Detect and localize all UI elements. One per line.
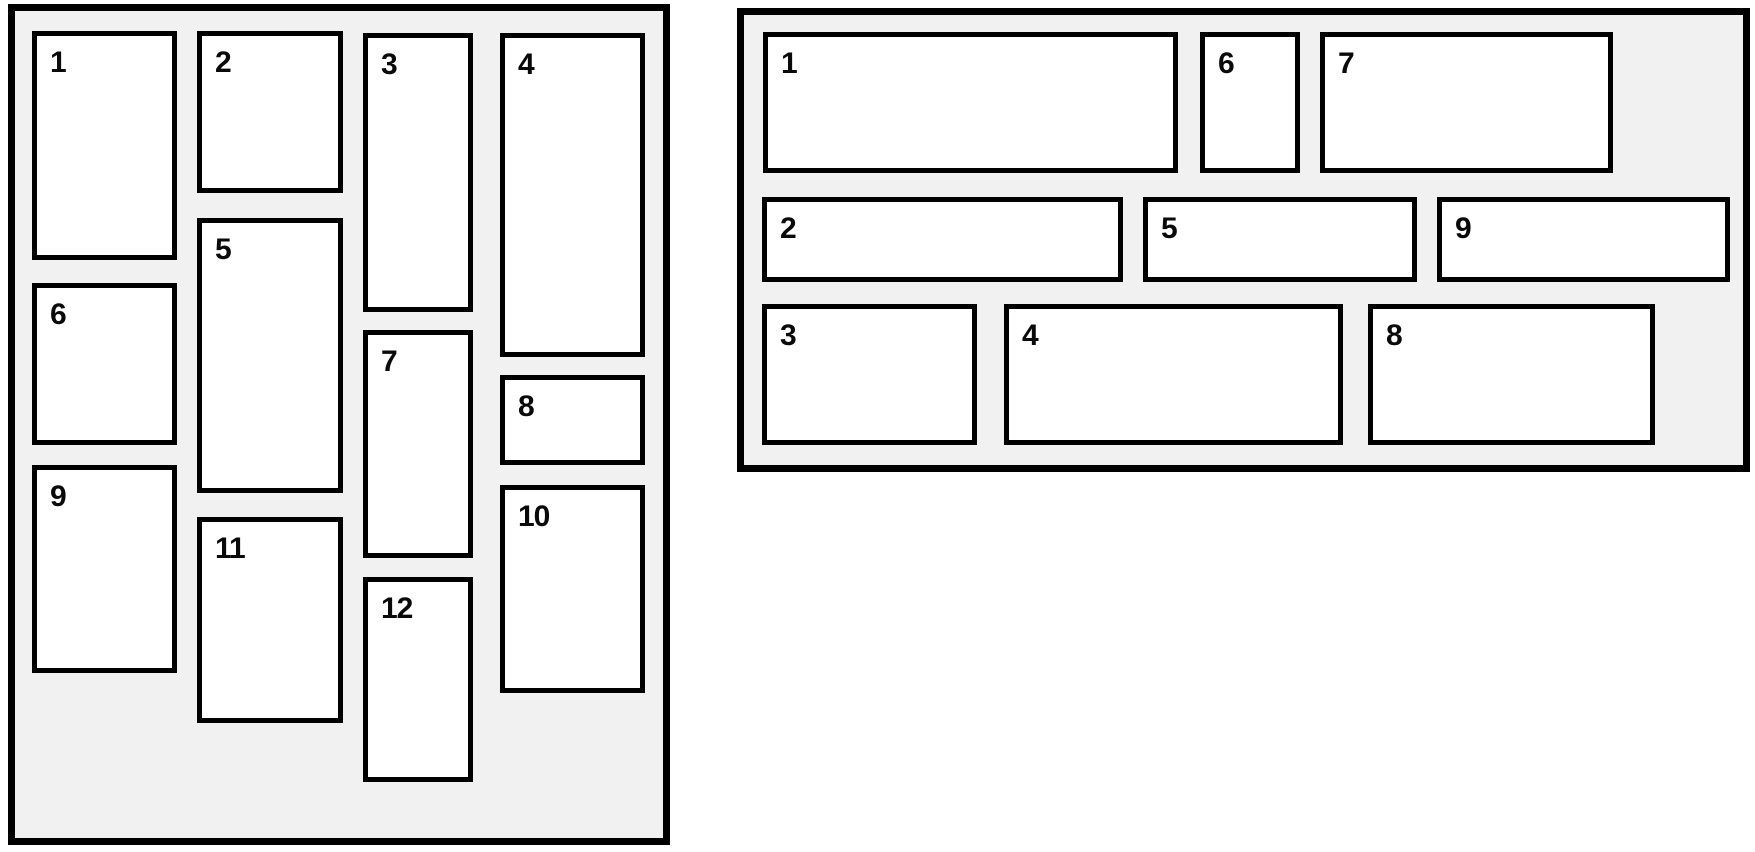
masonry-card-3: 3	[363, 33, 473, 312]
column-masonry-panel: 1 2 3 4 5 6 7 8 9 10 11 12	[8, 4, 670, 845]
card-label: 9	[50, 480, 67, 513]
masonry-card-3: 3	[762, 304, 977, 445]
card-label: 2	[780, 212, 797, 245]
card-label: 3	[381, 48, 398, 81]
card-label: 4	[1022, 319, 1039, 352]
masonry-card-2: 2	[197, 31, 343, 193]
masonry-card-8: 8	[1368, 304, 1655, 445]
card-label: 2	[215, 46, 232, 79]
row-masonry-panel: 1 2 3 4 5 6 7 8 9	[737, 8, 1750, 472]
card-label: 3	[780, 319, 797, 352]
card-label: 10	[518, 500, 550, 533]
masonry-card-9: 9	[1437, 197, 1730, 282]
card-label: 6	[1218, 47, 1235, 80]
card-label: 5	[215, 233, 232, 266]
card-label: 5	[1161, 212, 1178, 245]
masonry-card-10: 10	[500, 485, 645, 693]
masonry-card-6: 6	[32, 283, 177, 445]
card-label: 12	[381, 592, 413, 625]
masonry-card-6: 6	[1200, 32, 1300, 173]
card-label: 1	[50, 46, 67, 79]
masonry-card-7: 7	[363, 330, 473, 558]
masonry-card-5: 5	[1143, 197, 1417, 282]
masonry-card-12: 12	[363, 577, 473, 782]
card-label: 4	[518, 48, 535, 81]
masonry-card-11: 11	[197, 517, 343, 723]
card-label: 11	[215, 532, 246, 565]
masonry-card-1: 1	[32, 31, 177, 260]
masonry-card-1: 1	[763, 32, 1178, 173]
card-label: 9	[1455, 212, 1472, 245]
masonry-card-8: 8	[500, 375, 645, 465]
card-label: 8	[1386, 319, 1403, 352]
masonry-card-5: 5	[197, 218, 343, 493]
card-label: 8	[518, 390, 535, 423]
card-label: 7	[1338, 47, 1355, 80]
masonry-card-7: 7	[1320, 32, 1613, 173]
masonry-card-9: 9	[32, 465, 177, 673]
masonry-card-4: 4	[1004, 304, 1343, 445]
masonry-card-2: 2	[762, 197, 1123, 282]
masonry-card-4: 4	[500, 33, 645, 357]
card-label: 1	[781, 47, 798, 80]
card-label: 7	[381, 345, 398, 378]
card-label: 6	[50, 298, 67, 331]
